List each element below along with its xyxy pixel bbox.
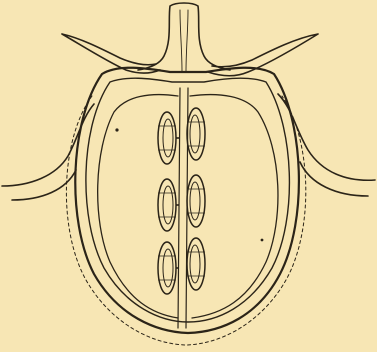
marking-dot [261,239,264,242]
ovule-inner-left [163,119,173,157]
stalk-center-line [180,10,188,72]
seed-group [158,108,205,294]
ovule-inner-right [190,115,200,153]
top-stalk [138,3,230,70]
central-septum-left [178,88,180,328]
ovule-inner-right [190,245,200,283]
ovule-inner-left [163,186,173,224]
right-locule-outline [190,95,278,318]
left-upper-bract [62,34,160,73]
ovule-inner-right [190,182,200,220]
marking-dot [115,128,118,131]
ovule-inner-left [163,249,173,287]
right-side-lobe [278,94,375,196]
